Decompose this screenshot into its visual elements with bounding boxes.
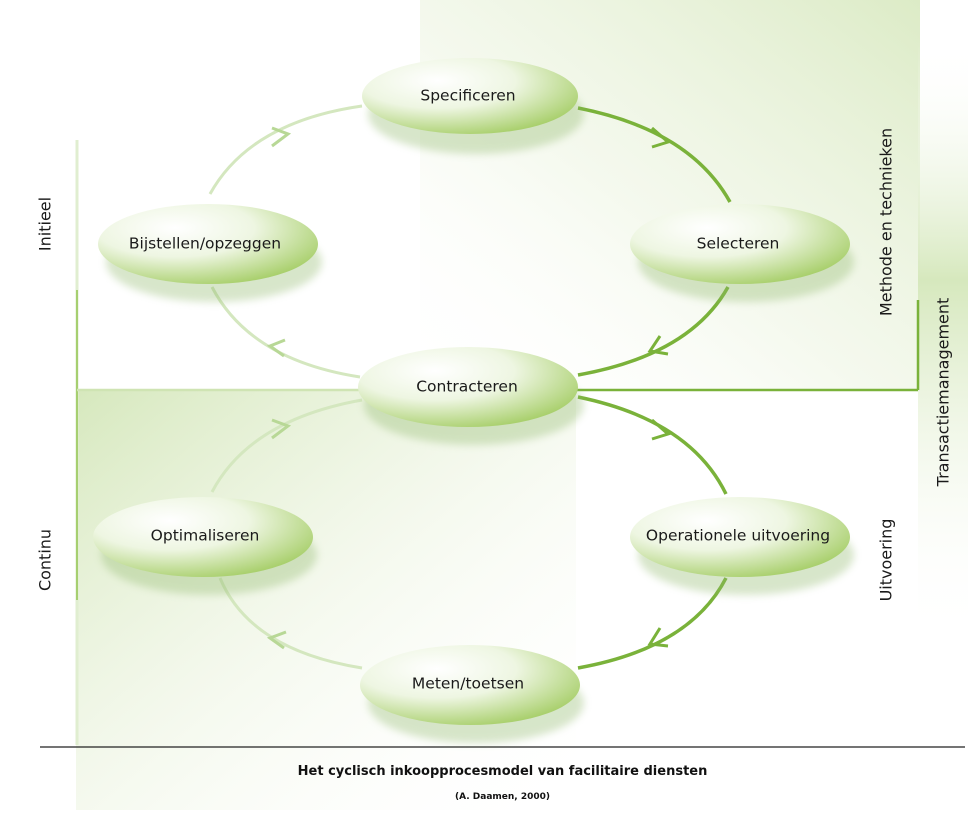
- arrowhead-6: [647, 627, 669, 648]
- arrowhead-4: [271, 126, 292, 148]
- arrowhead-8: [271, 418, 292, 440]
- side-label-initieel: Initieel: [36, 197, 55, 251]
- node-operationele: Operationele uitvoering: [630, 497, 854, 595]
- arc-selecteren-to-contracteren: [577, 286, 730, 377]
- arc-contracteren-to-operationele: [577, 395, 728, 495]
- node-label-optimaliseren: Optimaliseren: [151, 527, 260, 545]
- arc-operationele-to-meten: [577, 577, 728, 670]
- node-label-bijstellen: Bijstellen/opzeggen: [129, 235, 281, 253]
- arc-specificeren-to-selecteren: [577, 106, 732, 203]
- node-label-selecteren: Selecteren: [697, 235, 780, 253]
- node-selecteren: Selecteren: [630, 204, 854, 302]
- arrowhead-3: [266, 338, 286, 358]
- node-label-contracteren: Contracteren: [416, 378, 518, 396]
- arc-optimaliseren-to-contracteren: [210, 398, 363, 493]
- node-label-operationele: Operationele uitvoering: [646, 527, 830, 545]
- arc-bijstellen-to-specificeren: [208, 104, 363, 195]
- arrowhead-2: [647, 335, 669, 356]
- node-meten: Meten/toetsen: [360, 645, 584, 743]
- side-label-uitvoering: Uitvoering: [877, 519, 896, 602]
- arrowhead-5: [651, 418, 672, 441]
- side-label-transactie: Transactiemanagement: [934, 298, 953, 488]
- node-label-meten: Meten/toetsen: [412, 675, 524, 693]
- arrowhead-7: [266, 630, 287, 650]
- zone-method-background: [420, 0, 920, 390]
- node-specificeren: Specificeren: [362, 58, 584, 154]
- caption-title: Het cyclisch inkoopprocesmodel van facil…: [297, 764, 708, 779]
- node-bijstellen: Bijstellen/opzeggen: [98, 204, 322, 302]
- zone-transaction-strip: [918, 40, 968, 640]
- node-optimaliseren: Optimaliseren: [93, 497, 317, 595]
- node-label-specificeren: Specificeren: [420, 87, 515, 105]
- side-label-methode: Methode en technieken: [877, 128, 896, 316]
- side-label-continu: Continu: [36, 529, 55, 591]
- node-contracteren: Contracteren: [358, 347, 584, 445]
- arrowhead-1: [651, 126, 672, 149]
- caption-source: (A. Daamen, 2000): [454, 792, 551, 802]
